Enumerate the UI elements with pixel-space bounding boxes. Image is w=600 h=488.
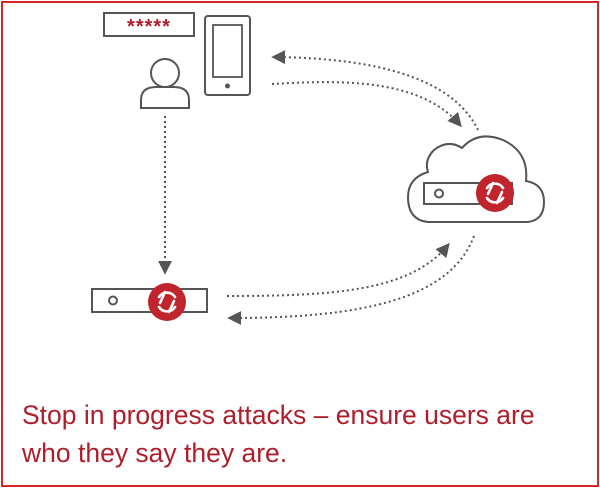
local-server-icon — [91, 281, 208, 323]
phone-to-cloud-arrow — [271, 81, 462, 128]
password-mask: ***** — [127, 16, 171, 38]
caption: Stop in progress attacks – ensure users … — [22, 396, 592, 472]
user-icon — [140, 58, 190, 109]
cloud-to-phone-arrow — [271, 50, 479, 131]
cloud-to-server-arrow — [227, 235, 475, 325]
caption-line-2: who they say they are. — [22, 438, 288, 468]
server-to-cloud-arrow — [226, 242, 450, 297]
cloud-server-icon — [423, 172, 516, 214]
password-field: ***** — [103, 12, 195, 38]
brand-logo-icon — [146, 281, 188, 323]
cloud-icon — [406, 135, 546, 223]
smartphone-icon — [204, 15, 251, 96]
brand-logo-icon — [474, 172, 516, 214]
caption-line-1: Stop in progress attacks – ensure users … — [22, 400, 535, 430]
